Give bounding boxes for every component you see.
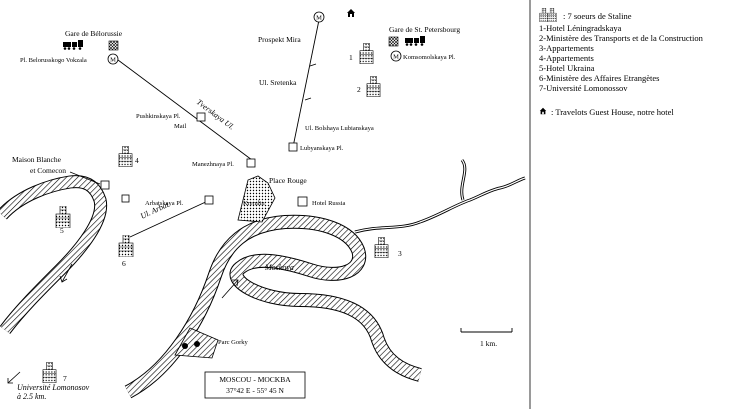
legend-item: 7-Université Lomonossov [539, 83, 628, 93]
hotel-russia-label: Hotel Russia [312, 200, 346, 207]
lubyanskaya-label: Lubyanskaya Pl. [300, 145, 344, 152]
station-belorussie-title: Gare de Bélorussie [65, 29, 123, 38]
comecon-label: et Comecon [30, 166, 66, 175]
building-number: 1 [349, 53, 353, 62]
metro-belorusskogo-label: Pl. Belorusskogo Vokzala [20, 57, 87, 64]
legend-item: 1-Hotel Léningradskaya [539, 23, 622, 33]
station-building [388, 36, 399, 47]
prospekt-mira-label: Prospekt Mira [258, 35, 301, 44]
stalin-skyscraper-icon [118, 146, 133, 167]
building-number: 6 [122, 259, 126, 268]
svg-text:M: M [316, 15, 322, 22]
building-number: 5 [60, 226, 64, 235]
stalin-skyscraper-icon [359, 43, 374, 64]
train-icon [63, 40, 83, 50]
legend-item: 2-Ministère des Transports et de la Cons… [539, 33, 704, 43]
building-number: 4 [135, 156, 139, 165]
legend-item: 3-Appartements [539, 43, 594, 53]
metro-komsomolskaya-label: Komsomolskaya Pl. [403, 54, 456, 61]
legend-item: 5-Hotel Ukraina [539, 63, 595, 73]
title-line1: MOSCOU - MOCKBA [219, 375, 291, 384]
title-box [204, 371, 306, 399]
kremlin-label: Kremlin [243, 200, 265, 207]
pushkinskaya-label: Pushkinskaya Pl. [136, 113, 181, 120]
universite-label-line1: Université Lomonosov [17, 383, 90, 392]
title-line2: 37°42 E - 55° 45 N [226, 386, 284, 395]
legend-stalin-label: : 7 soeurs de Staline [563, 11, 632, 21]
streets [117, 19, 320, 238]
universite-label-line2: à 2.5 km. [17, 392, 46, 401]
scale-label: 1 km. [480, 339, 497, 348]
maison-blanche-label: Maison Blanche [12, 155, 62, 164]
stalin-skyscraper-icon [366, 76, 381, 97]
stalin-skyscraper-icon [547, 8, 557, 22]
parc-gorky-label: Parc Gorky [218, 339, 249, 346]
arbatskaya-square-marker [204, 195, 214, 205]
sretenka-label: Ul. Sretenka [259, 78, 297, 87]
stalin-skyscraper-icon [539, 8, 549, 22]
building-number: 7 [63, 374, 67, 383]
metro-icon: M [390, 50, 402, 62]
flow-arrow-icon [59, 263, 73, 283]
station-building [108, 40, 119, 51]
prospekt-mira-street [292, 19, 320, 148]
manezhnaya-square-marker [246, 158, 256, 168]
maison-blanche-marker [100, 180, 110, 190]
svg-text:M: M [393, 54, 399, 61]
hotel-russia-marker [297, 196, 308, 207]
station-stpetersbourg-title: Gare de St. Petersbourg [389, 25, 460, 34]
building-number: 3 [398, 249, 402, 258]
flow-arrow-icon [7, 371, 21, 384]
manezhnaya-label: Manezhnaya Pl. [192, 161, 234, 168]
moskova-river [0, 175, 422, 399]
arbat-street [129, 199, 211, 238]
legend-item: 4-Appartements [539, 53, 594, 63]
tverskaya-street [117, 59, 253, 161]
kremlin-area [237, 175, 276, 223]
scale-bar [460, 328, 513, 333]
lubyanskaya-square-marker [288, 142, 298, 152]
legend-item: 6-Ministère des Affaires Etrangètes [539, 73, 659, 83]
flow-arrow-icon [221, 279, 239, 299]
arbatskaya-label: Arbatskaya Pl. [145, 200, 184, 207]
building-marker [121, 194, 130, 203]
legend-hotel-label: : Travelots Guest House, notre hotel [551, 107, 674, 117]
building-number: 2 [357, 85, 361, 94]
legend: : 7 soeurs de Staline 1-Hotel Léningrads… [539, 8, 704, 117]
pushkinskaya-square-marker [196, 112, 206, 122]
moskova-label: Moskova [264, 263, 294, 272]
place-rouge-label: Place Rouge [269, 176, 307, 185]
stalin-skyscraper-icon [42, 362, 57, 383]
house-icon [539, 107, 547, 115]
metro-icon: M [313, 11, 325, 23]
yauza-river [354, 176, 526, 234]
stalin-skyscraper-icon [55, 206, 71, 228]
mail-label: Mail [174, 123, 186, 130]
svg-text:M: M [110, 57, 116, 64]
stalin-skyscraper-icon [118, 235, 134, 257]
stalin-skyscraper-icon [374, 237, 389, 258]
train-icon [405, 36, 425, 46]
metro-icon: M [107, 53, 119, 65]
house-icon [347, 9, 355, 17]
bolshaya-lubianskaya-label: Ul. Bolshaya Lubianskaya [305, 125, 374, 132]
